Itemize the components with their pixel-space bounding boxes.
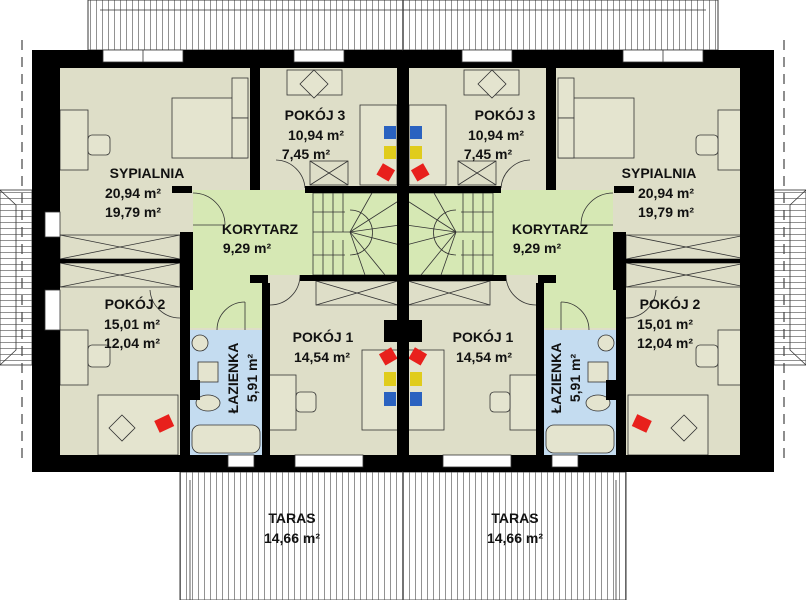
room-name-pokoj2: POKÓJ 2 bbox=[640, 295, 701, 312]
room-name-taras: TARAS bbox=[268, 510, 315, 526]
room-area-taras: 14,66 m² bbox=[264, 530, 320, 546]
room-area-korytarz: 9,29 m² bbox=[513, 240, 562, 256]
room-name-lazienka: ŁAZIENKA bbox=[548, 343, 564, 414]
room-area-sypialnia: 20,94 m² bbox=[638, 185, 694, 201]
room-area-taras: 14,66 m² bbox=[487, 530, 543, 546]
room-name-pokoj3: POKÓJ 3 bbox=[475, 106, 536, 123]
room-name-taras: TARAS bbox=[491, 510, 538, 526]
room-name-korytarz: KORYTARZ bbox=[222, 221, 299, 237]
right-outer-wall bbox=[740, 50, 774, 472]
room-area-pokoj2: 15,01 m² bbox=[104, 316, 160, 332]
room-name-pokoj1: POKÓJ 1 bbox=[293, 328, 354, 345]
room-name-korytarz: KORYTARZ bbox=[512, 221, 589, 237]
room-area2-pokoj3: 7,45 m² bbox=[464, 146, 513, 162]
right-labels: SYPIALNIA 20,94 m² 19,79 m² KORYTARZ 9,2… bbox=[453, 106, 701, 546]
room-area-lazienka: 5,91 m² bbox=[567, 354, 583, 403]
room-area2-pokoj2: 12,04 m² bbox=[104, 335, 160, 351]
room-area2-sypialnia: 19,79 m² bbox=[638, 204, 694, 220]
room-area2-pokoj3: 7,45 m² bbox=[282, 146, 331, 162]
room-area-pokoj3: 10,94 m² bbox=[468, 127, 524, 143]
room-area-sypialnia: 20,94 m² bbox=[105, 185, 161, 201]
left-labels: SYPIALNIA 20,94 m² 19,79 m² KORYTARZ 9,2… bbox=[104, 106, 354, 546]
room-name-sypialnia: SYPIALNIA bbox=[622, 165, 697, 181]
room-area-korytarz: 9,29 m² bbox=[223, 240, 272, 256]
room-area-pokoj2: 15,01 m² bbox=[637, 316, 693, 332]
room-name-lazienka: ŁAZIENKA bbox=[225, 343, 241, 414]
room-area-pokoj1: 14,54 m² bbox=[456, 349, 512, 365]
room-name-pokoj2: POKÓJ 2 bbox=[105, 295, 166, 312]
room-name-pokoj3: POKÓJ 3 bbox=[285, 106, 346, 123]
room-name-pokoj1: POKÓJ 1 bbox=[453, 328, 514, 345]
room-area-pokoj3: 10,94 m² bbox=[288, 127, 344, 143]
left-unit-plan bbox=[0, 0, 404, 600]
room-name-sypialnia: SYPIALNIA bbox=[110, 165, 185, 181]
room-area-lazienka: 5,91 m² bbox=[244, 354, 260, 403]
room-area-pokoj1: 14,54 m² bbox=[294, 349, 350, 365]
room-area2-pokoj2: 12,04 m² bbox=[637, 335, 693, 351]
room-area2-sypialnia: 19,79 m² bbox=[105, 204, 161, 220]
